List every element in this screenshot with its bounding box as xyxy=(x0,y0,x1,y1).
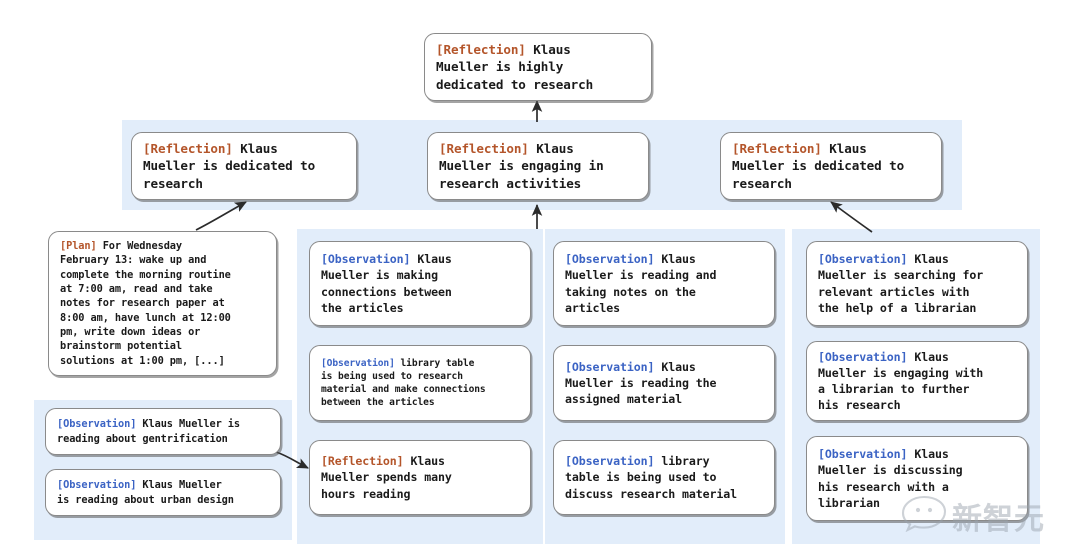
node-text-line: Klaus xyxy=(907,349,949,364)
node-column-a-3[interactable]: [Reflection] Klaus Mueller spends many h… xyxy=(309,440,531,515)
node-text-line: is reading about urban design xyxy=(57,493,234,506)
node-text-line: Klaus xyxy=(821,140,867,156)
node-text-line: librarian xyxy=(818,495,880,510)
tag-observation: [Observation] xyxy=(818,349,908,364)
node-text-line: research xyxy=(143,175,203,191)
node-text-line: solutions at 1:00 pm, [...] xyxy=(60,354,225,367)
node-text-line: Mueller is dedicated to xyxy=(143,158,316,174)
node-text-line: Mueller is highly xyxy=(436,59,564,75)
node-text-line: between the articles xyxy=(321,397,435,409)
node-text-line: Mueller is reading and xyxy=(565,268,717,283)
node-text-line: Mueller spends many xyxy=(321,470,452,485)
node-text-line: the help of a librarian xyxy=(818,300,977,315)
node-text-line: Klaus xyxy=(654,359,696,374)
node-text-line: Klaus Mueller xyxy=(136,479,222,492)
tag-reflection: [Reflection] xyxy=(439,140,529,156)
node-text-line: assigned material xyxy=(565,392,682,407)
tag-observation: [Observation] xyxy=(565,359,655,374)
node-text-line: dedicated to research xyxy=(436,76,594,92)
tag-observation: [Observation] xyxy=(321,252,411,267)
node-text-line: brainstorm potential xyxy=(60,340,182,353)
node-text-line: his research xyxy=(818,398,901,413)
node-text-line: For Wednesday xyxy=(96,240,182,253)
tag-observation: [Observation] xyxy=(321,357,395,369)
node-text-line: discuss research material xyxy=(565,486,738,501)
node-text-line: hours reading xyxy=(321,486,411,501)
node-column-b-1[interactable]: [Observation] Klaus Mueller is reading a… xyxy=(553,241,775,326)
node-text-line: pm, write down ideas or xyxy=(60,325,201,338)
node-text-line: research xyxy=(732,175,792,191)
node-text-line: relevant articles with xyxy=(818,284,970,299)
tag-plan: [Plan] xyxy=(60,240,97,253)
node-plan[interactable]: [Plan] For Wednesday February 13: wake u… xyxy=(48,231,277,376)
node-text-line: Mueller is engaging in xyxy=(439,158,604,174)
node-text-line: Mueller is searching for xyxy=(818,268,984,283)
node-text-line: taking notes on the xyxy=(565,284,696,299)
node-column-c-3[interactable]: [Observation] Klaus Mueller is discussin… xyxy=(806,436,1028,521)
node-text-line: a librarian to further xyxy=(818,382,970,396)
node-reflection-middle[interactable]: [Reflection] Klaus Mueller is engaging i… xyxy=(427,132,649,200)
node-left-observation-1[interactable]: [Observation] Klaus Mueller is reading a… xyxy=(45,408,281,455)
node-text-line: Klaus xyxy=(525,41,571,57)
node-text-line: Mueller is engaging with xyxy=(818,365,984,380)
node-column-a-2[interactable]: [Observation] library table is being use… xyxy=(309,345,531,421)
node-text-line: Mueller is dedicated to xyxy=(732,158,905,174)
node-column-c-2[interactable]: [Observation] Klaus Mueller is engaging … xyxy=(806,341,1028,421)
node-column-c-1[interactable]: [Observation] Klaus Mueller is searching… xyxy=(806,241,1028,326)
node-text-line: connections between xyxy=(321,284,452,299)
node-text-line: library table xyxy=(394,357,475,369)
tag-observation: [Observation] xyxy=(57,479,137,492)
node-text-line: material and make connections xyxy=(321,384,486,395)
node-text-line: 8:00 am, have lunch at 12:00 xyxy=(60,311,231,324)
node-text-line: Klaus xyxy=(907,447,949,462)
node-text-line: library xyxy=(654,454,710,469)
node-text-line: notes for research paper at xyxy=(60,297,225,310)
node-text-line: Mueller is reading the xyxy=(565,375,717,390)
node-column-b-3[interactable]: [Observation] library table is being use… xyxy=(553,440,775,515)
node-text-line: the articles xyxy=(321,300,404,315)
node-text-line: Klaus xyxy=(403,454,445,469)
node-root-reflection[interactable]: [Reflection] Klaus Mueller is highly ded… xyxy=(424,33,652,101)
node-text-line: February 13: wake up and xyxy=(60,254,207,267)
tag-observation: [Observation] xyxy=(565,252,655,267)
node-text-line: Klaus xyxy=(232,140,278,156)
node-left-observation-2[interactable]: [Observation] Klaus Mueller is reading a… xyxy=(45,469,281,516)
node-text-line: Klaus xyxy=(528,140,574,156)
node-text-line: Klaus Mueller is xyxy=(136,418,240,431)
node-text-line: complete the morning routine xyxy=(60,268,231,281)
node-text-line: Klaus xyxy=(654,252,696,267)
tag-reflection: [Reflection] xyxy=(436,41,526,57)
node-text-line: Mueller is discussing xyxy=(818,463,963,478)
node-text-line: is being used to research xyxy=(321,370,463,382)
node-text-line: reading about gentrification xyxy=(57,432,228,445)
tag-reflection: [Reflection] xyxy=(143,140,233,156)
node-text-line: his research with a xyxy=(818,479,949,494)
node-text-line: Klaus xyxy=(410,252,452,267)
tag-observation: [Observation] xyxy=(57,418,137,431)
node-reflection-left[interactable]: [Reflection] Klaus Mueller is dedicated … xyxy=(131,132,357,200)
tag-observation: [Observation] xyxy=(818,252,908,267)
node-text-line: Klaus xyxy=(907,252,949,267)
node-reflection-right[interactable]: [Reflection] Klaus Mueller is dedicated … xyxy=(720,132,942,200)
tag-observation: [Observation] xyxy=(565,454,655,469)
node-column-b-2[interactable]: [Observation] Klaus Mueller is reading t… xyxy=(553,345,775,421)
tag-observation: [Observation] xyxy=(818,447,908,462)
node-text-line: table is being used to xyxy=(565,470,717,485)
node-column-a-1[interactable]: [Observation] Klaus Mueller is making co… xyxy=(309,241,531,326)
node-text-line: Mueller is making xyxy=(321,268,438,283)
node-text-line: at 7:00 am, read and take xyxy=(60,283,213,296)
tag-reflection: [Reflection] xyxy=(321,454,404,469)
node-text-line: articles xyxy=(565,300,621,315)
tag-reflection: [Reflection] xyxy=(732,140,822,156)
node-text-line: research activities xyxy=(439,175,582,191)
